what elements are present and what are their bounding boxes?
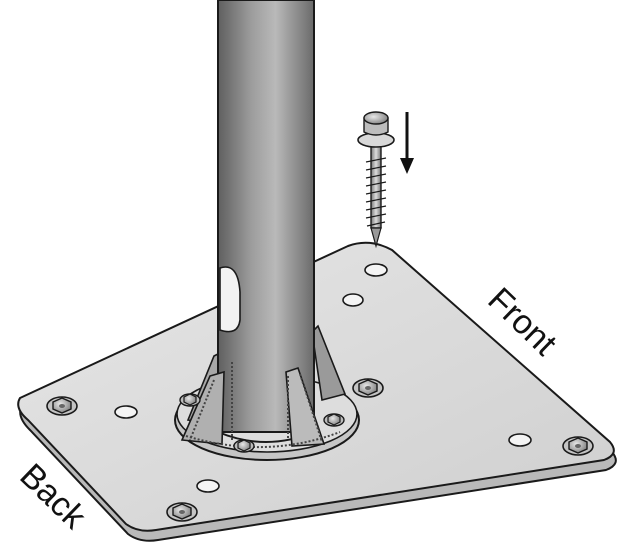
plate-hole [196,479,220,493]
hex-bolt-icon [352,378,384,398]
down-arrow-icon [400,112,414,174]
lag-screw-icon [357,111,395,249]
hex-bolt-icon [323,413,345,427]
steel-pole [217,0,315,443]
weld-beads [185,362,341,449]
hex-bolt-icon [562,436,594,456]
hex-bolt-icon [46,396,78,416]
hex-bolt-icon [233,439,255,453]
flange-bolts [179,393,345,453]
plate-hole [114,405,138,419]
plate-holes [114,263,532,493]
plate-screws [46,378,594,522]
hex-bolt-icon [179,393,201,407]
plate-hole [342,293,364,307]
plate-hole [364,263,388,277]
plate-hole [508,433,532,447]
gussets-front [180,366,326,447]
hex-bolt-icon [166,502,198,522]
